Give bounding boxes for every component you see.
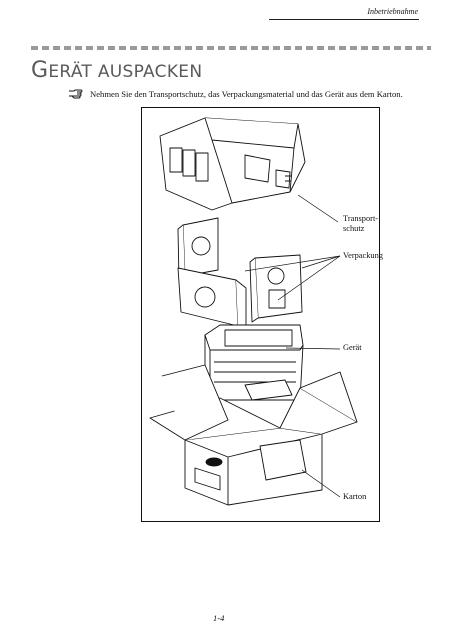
- label-verpackung: Verpackung: [343, 251, 383, 260]
- packaging-piece-3-drawing: [249, 254, 303, 323]
- dashed-divider: [31, 46, 431, 50]
- transport-protection-drawing: [159, 117, 306, 211]
- title-rest: ERÄT AUSPACKEN: [48, 62, 203, 82]
- running-header: Inbetriebnahme: [367, 7, 418, 16]
- pointing-hand-icon: [69, 89, 83, 99]
- label-transportschutz-line1: Transport-: [343, 214, 379, 223]
- callout-lines: [244, 194, 341, 498]
- section-title: GERÄT AUSPACKEN: [31, 58, 202, 83]
- label-geraet: Gerät: [343, 343, 362, 352]
- label-transportschutz: Transport- schutz: [343, 214, 378, 234]
- label-karton: Karton: [343, 492, 367, 501]
- printer-drawing: [204, 324, 304, 401]
- title-initial: G: [31, 58, 49, 83]
- page-number: 1-4: [213, 613, 225, 623]
- packaging-piece-2-drawing: [177, 267, 247, 333]
- label-transportschutz-line2: schutz: [343, 224, 365, 233]
- instruction-text: Nehmen Sie den Transportschutz, das Verp…: [90, 89, 403, 99]
- header-rule: [269, 19, 419, 20]
- unpacking-figure-frame: [141, 107, 380, 522]
- carton-drawing: [149, 364, 358, 506]
